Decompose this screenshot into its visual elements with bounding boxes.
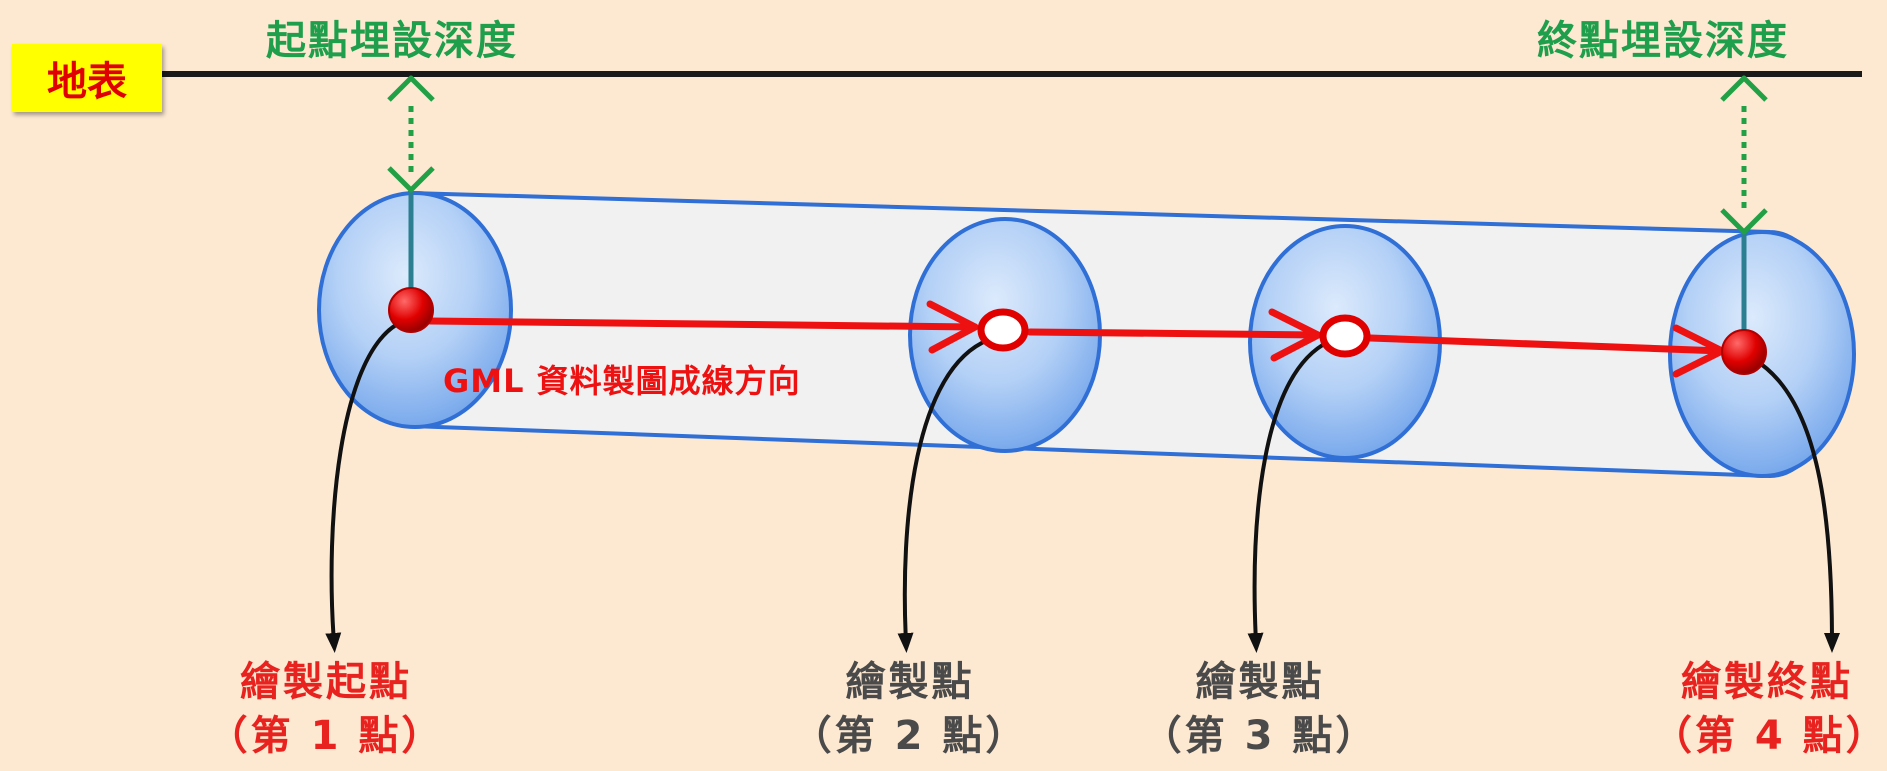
- point-4-caption: 繪製終點 （第 4 點）: [1652, 655, 1887, 763]
- leader-line-1: [325, 323, 398, 653]
- point-3-caption: 繪製點 （第 3 點）: [1110, 655, 1410, 763]
- point-2-marker: [977, 308, 1029, 352]
- point-3-title: 繪製點: [1195, 659, 1325, 705]
- point-1-title: 繪製起點: [240, 659, 412, 705]
- leader-line-3: [1247, 340, 1329, 653]
- point-3-index: （第 3 點）: [1141, 713, 1379, 759]
- point-1-marker: [388, 287, 434, 333]
- point-4-title: 繪製終點: [1681, 659, 1853, 705]
- point-4-marker: [1721, 329, 1767, 375]
- point-4-index: （第 4 點）: [1652, 713, 1887, 759]
- point-1-index: （第 1 點）: [207, 713, 445, 759]
- end-depth-arrow: [1720, 75, 1768, 235]
- point-3-marker: [1319, 314, 1371, 358]
- leader-lines: [325, 323, 1840, 653]
- point-2-caption: 繪製點 （第 2 點）: [760, 655, 1060, 763]
- end-depth-label: 終點埋設深度: [1537, 18, 1789, 64]
- point-2-title: 繪製點: [845, 659, 975, 705]
- point-1-caption: 繪製起點 （第 1 點）: [196, 655, 456, 763]
- ground-label: 地表: [12, 44, 162, 112]
- start-depth-arrow: [387, 75, 435, 193]
- leader-line-2: [897, 338, 989, 653]
- leader-line-4: [1753, 358, 1840, 653]
- direction-arrow: [426, 300, 1726, 378]
- direction-label: GML 資料製圖成線方向: [443, 362, 801, 400]
- point-2-index: （第 2 點）: [791, 713, 1029, 759]
- start-depth-label: 起點埋設深度: [266, 18, 518, 64]
